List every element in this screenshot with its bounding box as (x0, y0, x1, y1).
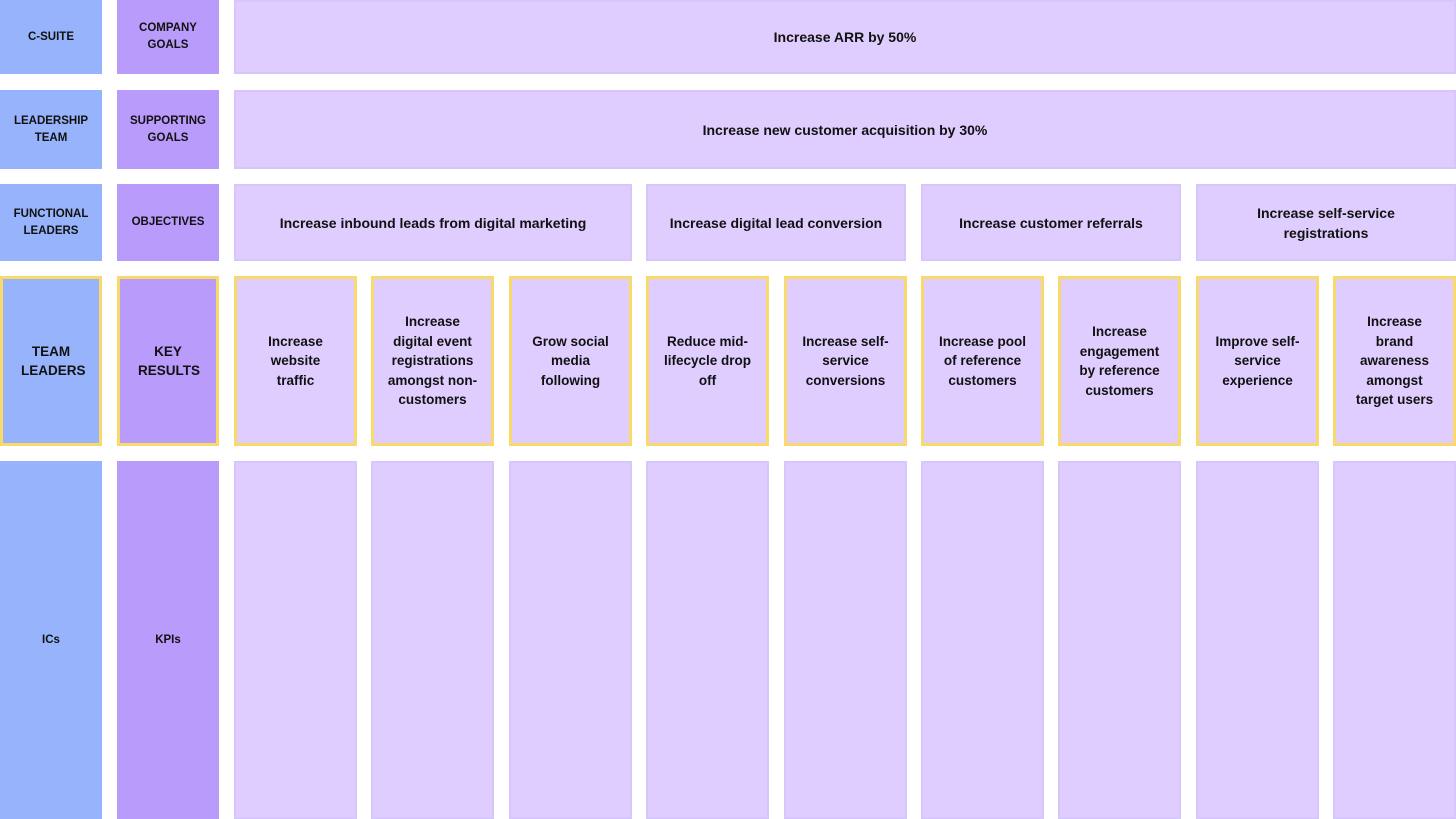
company-goal-card: Increase ARR by 50% (234, 0, 1456, 74)
role-ics: ICs (0, 461, 102, 819)
objective-text: Increase inbound leads from digital mark… (279, 214, 587, 231)
objective-card: Increase customer referrals (921, 184, 1181, 261)
type-key-results: KEY RESULTS (117, 276, 219, 446)
objective-text: Increase self-service registrations (1257, 204, 1395, 241)
objective-card: Increase self-service registrations (1196, 184, 1456, 261)
key-result-text: Increase pool of reference customers (938, 333, 1027, 388)
type-label: KEY RESULTS (138, 343, 201, 379)
kpi-card (1333, 461, 1456, 819)
key-result-text: Increase website traffic (268, 333, 323, 388)
role-leadership-team: LEADERSHIP TEAM (0, 90, 102, 169)
kpi-card (1058, 461, 1181, 819)
role-label: FUNCTIONAL LEADERS (13, 207, 89, 237)
kpi-card (234, 461, 357, 819)
supporting-goal-text: Increase new customer acquisition by 30% (702, 121, 988, 138)
role-label: TEAM LEADERS (21, 343, 86, 379)
key-result-card: Increase engagement by reference custome… (1058, 276, 1181, 446)
key-result-card: Improve self-service experience (1196, 276, 1319, 446)
supporting-goal-card: Increase new customer acquisition by 30% (234, 90, 1456, 169)
type-kpis: KPIs (117, 461, 219, 819)
key-result-text: Increase self-service conversions (802, 333, 889, 388)
key-result-card: Grow social media following (509, 276, 632, 446)
type-label: SUPPORTING GOALS (129, 114, 207, 144)
key-result-text: Reduce mid-lifecycle drop off (663, 333, 752, 388)
kpi-card (1196, 461, 1319, 819)
key-result-text: Improve self-service experience (1215, 333, 1300, 388)
key-result-card: Increase self-service conversions (784, 276, 907, 446)
role-c-suite: C-SUITE (0, 0, 102, 74)
key-result-text: Increase engagement by reference custome… (1079, 324, 1160, 398)
type-label: KPIs (155, 633, 181, 646)
type-label: COMPANY GOALS (139, 22, 197, 51)
role-label: LEADERSHIP TEAM (13, 114, 89, 144)
key-result-text: Increase digital event registrations amo… (387, 314, 478, 408)
objective-text: Increase customer referrals (959, 214, 1143, 231)
kpi-card (371, 461, 494, 819)
key-result-card: Increase website traffic (234, 276, 357, 446)
type-objectives: OBJECTIVES (117, 184, 219, 261)
kpi-card (784, 461, 907, 819)
objective-card: Increase digital lead conversion (646, 184, 906, 261)
kpi-card (509, 461, 632, 819)
objective-card: Increase inbound leads from digital mark… (234, 184, 632, 261)
type-supporting-goals: SUPPORTING GOALS (117, 90, 219, 169)
role-label: C-SUITE (28, 30, 74, 43)
key-result-card: Increase brand awareness amongst target … (1333, 276, 1456, 446)
type-label: OBJECTIVES (131, 216, 205, 228)
objective-text: Increase digital lead conversion (669, 214, 883, 231)
type-company-goals: COMPANY GOALS (117, 0, 219, 74)
key-result-card: Reduce mid-lifecycle drop off (646, 276, 769, 446)
role-functional-leaders: FUNCTIONAL LEADERS (0, 184, 102, 261)
key-result-text: Grow social media following (532, 333, 609, 388)
key-result-card: Increase digital event registrations amo… (371, 276, 494, 446)
key-result-text: Increase brand awareness amongst target … (1355, 314, 1434, 408)
role-team-leaders: TEAM LEADERS (0, 276, 102, 446)
role-label: ICs (42, 633, 60, 646)
company-goal-text: Increase ARR by 50% (773, 29, 917, 45)
kpi-card (921, 461, 1044, 819)
kpi-card (646, 461, 769, 819)
key-result-card: Increase pool of reference customers (921, 276, 1044, 446)
